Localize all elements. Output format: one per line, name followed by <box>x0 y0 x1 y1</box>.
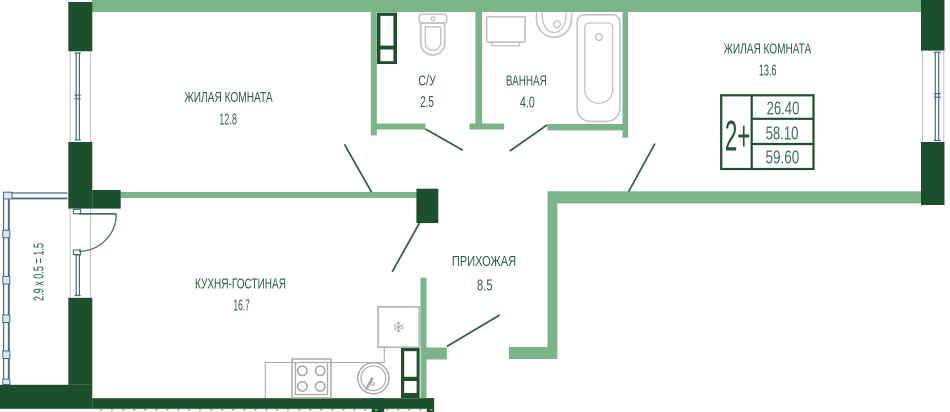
svg-text:КУХНЯ-ГОСТИНАЯ: КУХНЯ-ГОСТИНАЯ <box>195 276 286 293</box>
svg-text:26.40: 26.40 <box>767 99 800 119</box>
svg-text:59.60: 59.60 <box>766 148 800 168</box>
svg-text:2+: 2+ <box>725 113 751 161</box>
svg-text:ВАННАЯ: ВАННАЯ <box>506 73 547 90</box>
svg-text:8.5: 8.5 <box>477 277 493 294</box>
svg-text:13.6: 13.6 <box>759 63 777 80</box>
svg-text:ЖИЛАЯ КОМНАТА: ЖИЛАЯ КОМНАТА <box>724 40 812 57</box>
svg-text:2.5: 2.5 <box>420 94 434 111</box>
svg-text:58.10: 58.10 <box>766 124 799 144</box>
svg-text:ЖИЛАЯ КОМНАТА: ЖИЛАЯ КОМНАТА <box>184 89 272 106</box>
svg-text:ПРИХОЖАЯ: ПРИХОЖАЯ <box>452 253 516 270</box>
svg-text:2.9 х 0.5 = 1.5: 2.9 х 0.5 = 1.5 <box>32 243 48 301</box>
svg-text:4.0: 4.0 <box>520 94 535 111</box>
svg-text:С/У: С/У <box>418 72 436 89</box>
svg-text:16.7: 16.7 <box>233 297 249 314</box>
svg-text:12.8: 12.8 <box>219 112 237 129</box>
